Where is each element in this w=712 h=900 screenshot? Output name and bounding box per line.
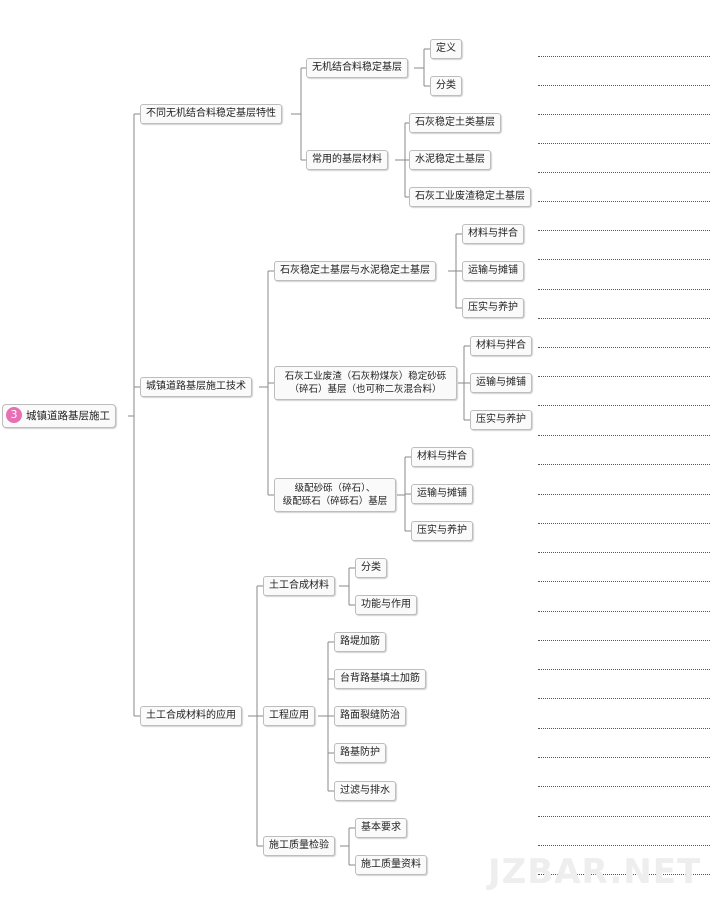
leaf-node[interactable]: 路面裂缝防治	[334, 706, 406, 726]
leaf-node[interactable]: 石灰工业废渣稳定土基层	[409, 187, 531, 207]
leaf-node[interactable]: 基本要求	[355, 818, 407, 838]
subtopic-node[interactable]: 土工合成材料	[263, 576, 335, 596]
note-line	[538, 786, 710, 787]
connector	[340, 827, 355, 866]
leaf-node[interactable]: 分类	[430, 76, 462, 96]
note-line	[538, 259, 710, 260]
note-line	[538, 757, 710, 758]
leaf-node[interactable]: 压实与养护	[462, 298, 524, 318]
branch-node[interactable]: 土工合成材料的应用	[140, 706, 242, 726]
note-line	[538, 464, 710, 465]
leaf-node[interactable]: 功能与作用	[355, 595, 417, 615]
note-line	[538, 85, 710, 86]
subtopic-node[interactable]: 石灰稳定土基层与水泥稳定土基层	[274, 261, 436, 281]
connector	[339, 567, 355, 606]
leaf-node[interactable]: 石灰稳定土类基层	[409, 113, 501, 133]
note-line	[538, 552, 710, 553]
leaf-node[interactable]: 路堤加筋	[334, 632, 386, 652]
note-line	[538, 405, 710, 406]
leaf-node[interactable]: 过滤与排水	[334, 781, 396, 801]
note-line	[538, 523, 710, 524]
leaf-node[interactable]: 分类	[355, 558, 387, 578]
leaf-node[interactable]: 路基防护	[334, 743, 386, 763]
note-line	[538, 494, 710, 495]
note-line	[538, 845, 710, 846]
leaf-node[interactable]: 台背路基填土加筋	[334, 669, 426, 689]
note-line	[538, 347, 710, 348]
connector	[248, 585, 263, 847]
leaf-node[interactable]: 运输与摊铺	[470, 373, 532, 393]
note-line	[538, 318, 710, 319]
connector	[458, 345, 470, 421]
connector	[395, 122, 411, 198]
leaf-node[interactable]: 运输与摊铺	[462, 261, 524, 281]
number-badge-icon: 3	[6, 407, 22, 423]
connector	[414, 48, 430, 87]
root-label: 城镇道路基层施工	[26, 410, 110, 422]
subtopic-node[interactable]: 常用的基层材料	[306, 150, 388, 170]
note-line	[538, 114, 710, 115]
connector	[397, 456, 411, 532]
note-line	[538, 56, 710, 57]
branch-node[interactable]: 不同无机结合料稳定基层特性	[140, 104, 282, 124]
note-line	[538, 611, 710, 612]
note-line	[538, 581, 710, 582]
subtopic-node[interactable]: 施工质量检验	[263, 836, 335, 856]
leaf-node[interactable]: 材料与拌合	[411, 447, 473, 467]
subtopic-node[interactable]: 工程应用	[263, 706, 315, 726]
leaf-node[interactable]: 水泥稳定土基层	[409, 150, 491, 170]
connector	[318, 641, 334, 792]
subtopic-node[interactable]: 石灰工业废渣（石灰粉煤灰）稳定砂砾（碎石）基层（也可称二灰混合料）	[274, 366, 457, 400]
note-line	[538, 201, 710, 202]
root-node[interactable]: 3 城镇道路基层施工	[2, 404, 116, 428]
leaf-node[interactable]: 运输与摊铺	[411, 484, 473, 504]
note-line	[538, 289, 710, 290]
branch-node[interactable]: 城镇道路基层施工技术	[140, 377, 252, 397]
note-line	[538, 435, 710, 436]
note-line	[538, 143, 710, 144]
note-line	[538, 874, 710, 875]
note-line	[538, 230, 710, 231]
note-line	[538, 816, 710, 817]
subtopic-node[interactable]: 无机结合料稳定基层	[306, 58, 408, 78]
note-line	[538, 669, 710, 670]
note-line	[538, 640, 710, 641]
watermark: JZBAR.NET	[488, 852, 702, 892]
connector	[128, 113, 140, 717]
connector	[448, 233, 462, 309]
leaf-node[interactable]: 压实与养护	[470, 410, 532, 430]
subtopic-node[interactable]: 级配砂砾（碎石）、级配砾石（碎砾石）基层	[274, 478, 396, 512]
leaf-node[interactable]: 材料与拌合	[462, 224, 524, 244]
leaf-node[interactable]: 施工质量资料	[355, 855, 427, 875]
leaf-node[interactable]: 材料与拌合	[470, 336, 532, 356]
note-line	[538, 698, 710, 699]
connector	[291, 67, 307, 161]
connector	[259, 270, 274, 496]
leaf-node[interactable]: 定义	[430, 39, 462, 59]
note-line	[538, 376, 710, 377]
leaf-node[interactable]: 压实与养护	[411, 521, 473, 541]
note-line	[538, 728, 710, 729]
note-line	[538, 172, 710, 173]
